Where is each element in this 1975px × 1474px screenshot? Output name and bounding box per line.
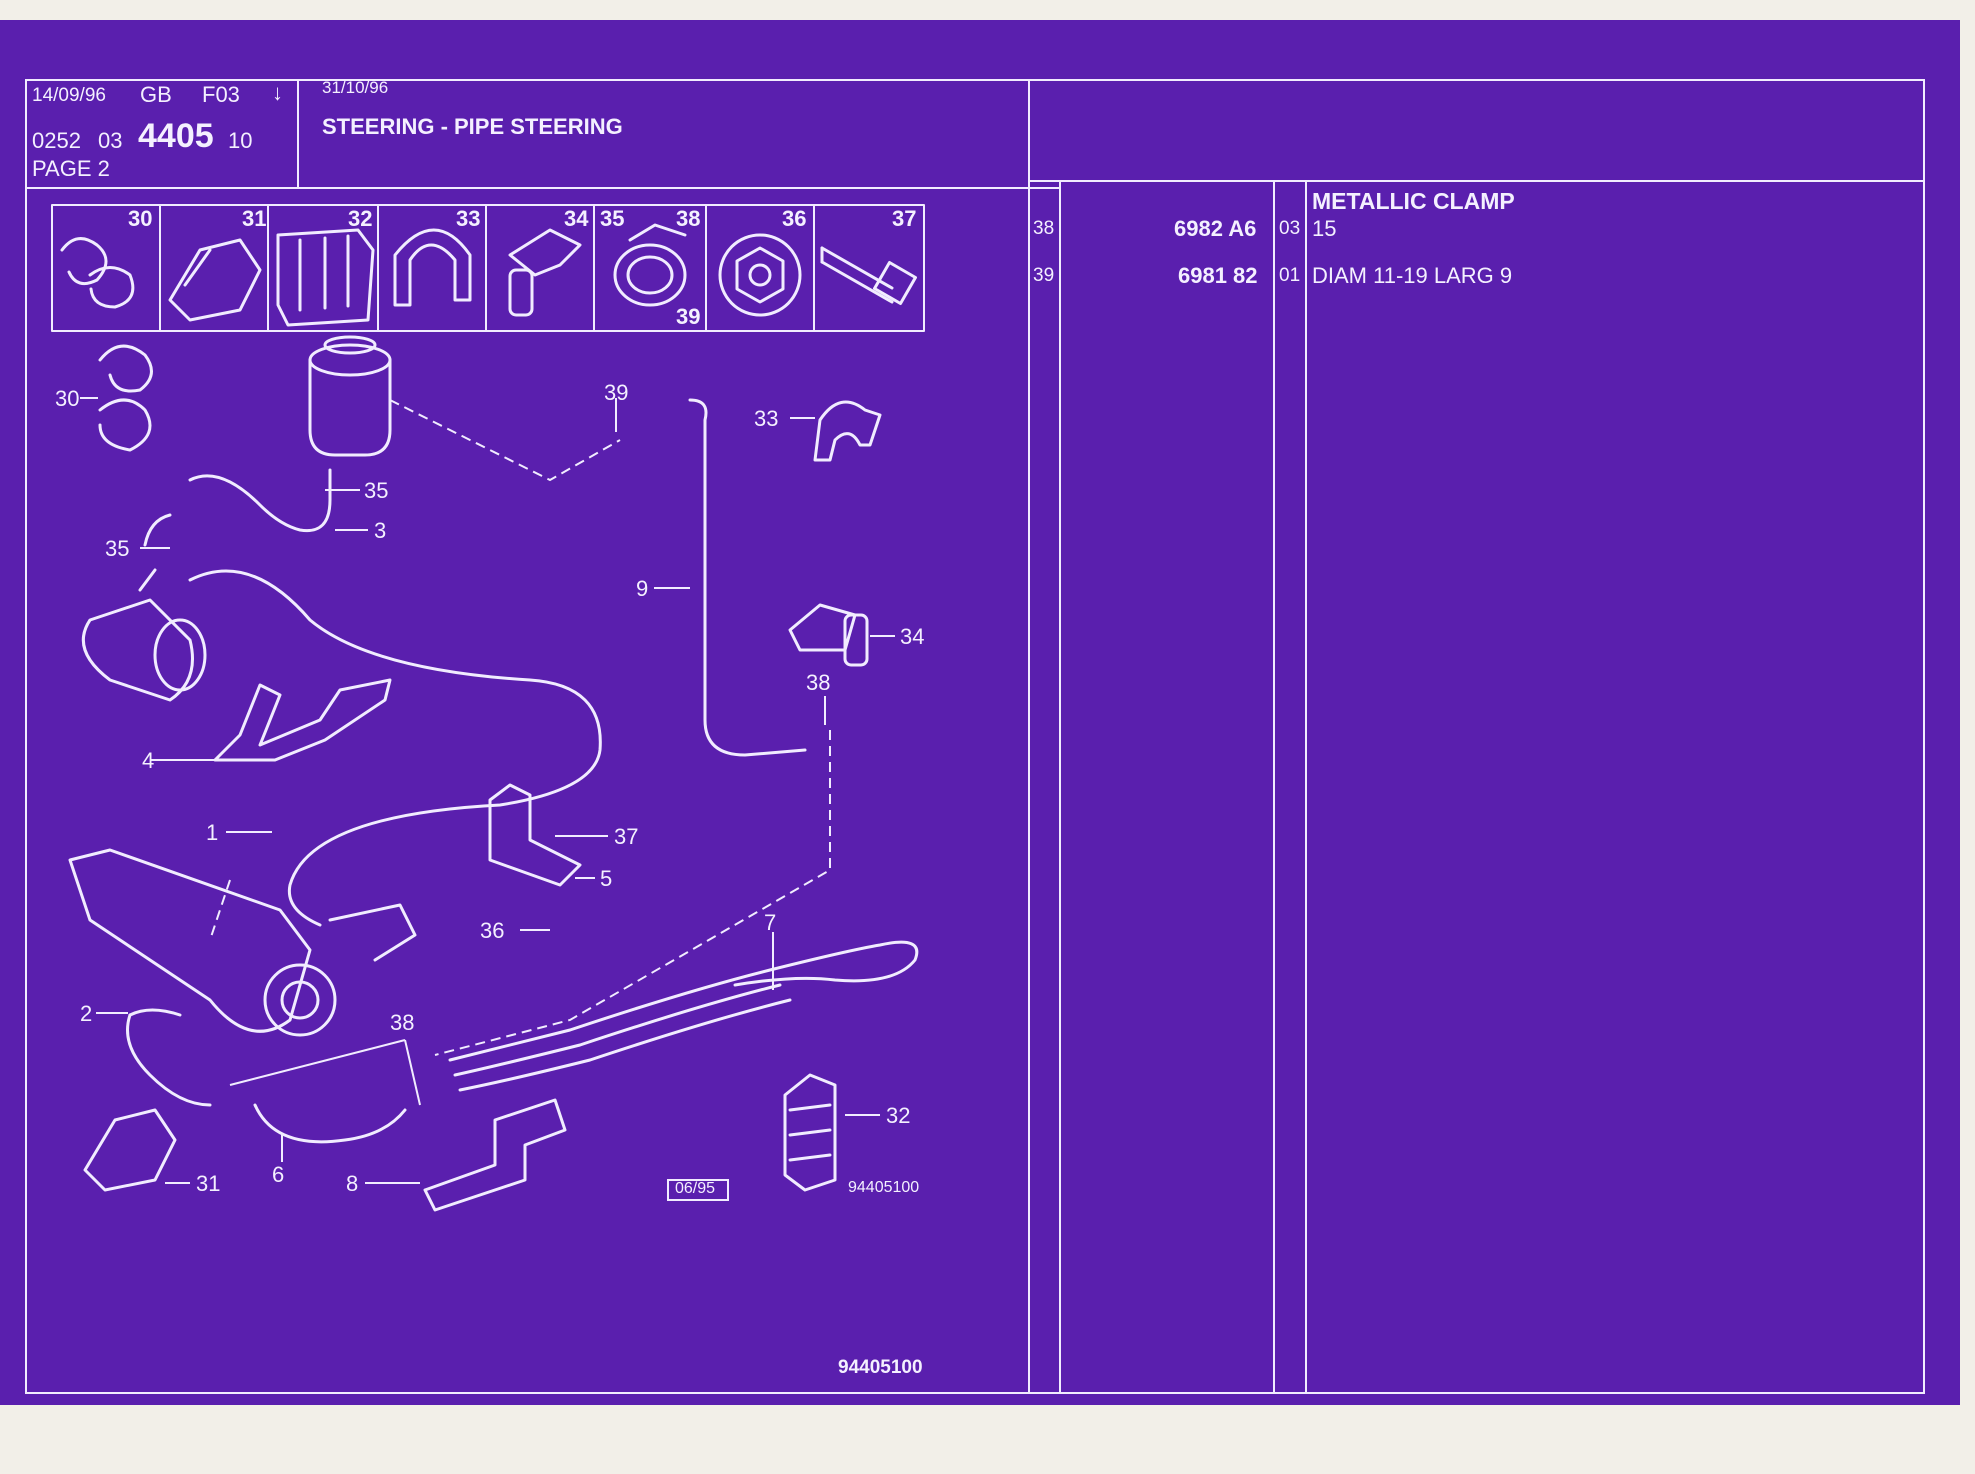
column-divider-1	[1059, 180, 1061, 1394]
callout-33: 33	[754, 406, 779, 431]
version-box: 06/95	[675, 1180, 716, 1197]
callout-4: 4	[142, 748, 155, 773]
callout-2: 2	[80, 1001, 93, 1026]
callout-3: 3	[374, 518, 387, 543]
callout-35: 35	[105, 536, 130, 561]
callout-1: 1	[206, 820, 219, 845]
thumbnail-label: 37	[892, 206, 917, 231]
header-divider	[25, 187, 1059, 189]
callout-35: 35	[364, 478, 389, 503]
thumbnail-label: 34	[564, 206, 589, 231]
footer-ref: 94405100	[838, 1357, 923, 1378]
callout-38: 38	[806, 670, 831, 695]
row-desc: DIAM 11-19 LARG 9	[1312, 263, 1513, 288]
callout-9: 9	[636, 576, 649, 601]
revision-date: 31/10/96	[322, 78, 389, 97]
callout-34: 34	[900, 624, 925, 649]
callout-39: 39	[604, 380, 629, 405]
callout-30: 30	[55, 386, 80, 411]
header-divider-right	[1028, 180, 1925, 182]
column-divider-3	[1305, 180, 1307, 1394]
row-item: 39	[1033, 265, 1055, 286]
row-part-no: 6982 A6	[1174, 216, 1257, 241]
thumbnail-label: 39	[676, 304, 701, 329]
callout-36: 36	[480, 918, 505, 943]
thumbnail-label: 32	[348, 206, 373, 231]
row-item: 38	[1033, 218, 1055, 239]
callout-32: 32	[886, 1103, 911, 1128]
callout-8: 8	[346, 1171, 359, 1196]
parts-list-header: METALLIC CLAMP	[1312, 188, 1515, 214]
callout-37: 37	[614, 824, 639, 849]
header-lang: GB	[140, 82, 172, 107]
thumbnail-label: 35	[600, 206, 625, 231]
callout-7: 7	[764, 910, 777, 935]
header-ref-c: 10	[228, 128, 253, 153]
header-ref-b: 03	[98, 128, 123, 153]
figure-ref: 94405100	[848, 1179, 920, 1196]
callout-5: 5	[600, 866, 613, 891]
row-part-no: 6981 82	[1178, 263, 1258, 288]
header-date: 14/09/96	[32, 85, 106, 106]
row-qty: 01	[1279, 265, 1301, 286]
header-ref-a: 0252	[32, 128, 81, 153]
header-ref-main: 4405	[138, 117, 214, 155]
column-divider-2	[1273, 180, 1275, 1394]
callout-31: 31	[196, 1171, 221, 1196]
row-qty: 03	[1279, 218, 1301, 239]
callout-6: 6	[272, 1162, 285, 1187]
header-page: PAGE 2	[32, 156, 110, 181]
main-vertical-divider	[1028, 79, 1030, 1394]
thumbnail-label: 38	[676, 206, 701, 231]
thumbnail-label: 36	[782, 206, 807, 231]
thumbnail-label: 30	[128, 206, 153, 231]
thumbnail-label: 33	[456, 206, 481, 231]
thumbnail-label: 31	[242, 206, 267, 231]
page-frame	[25, 79, 1925, 1394]
down-arrow-icon: ↓	[272, 80, 283, 105]
page-title: STEERING - PIPE STEERING	[322, 114, 623, 139]
header-code: F03	[202, 82, 240, 107]
callout-38: 38	[390, 1010, 415, 1035]
header-vertical-divider	[297, 79, 299, 189]
row-desc: 15	[1312, 216, 1337, 241]
